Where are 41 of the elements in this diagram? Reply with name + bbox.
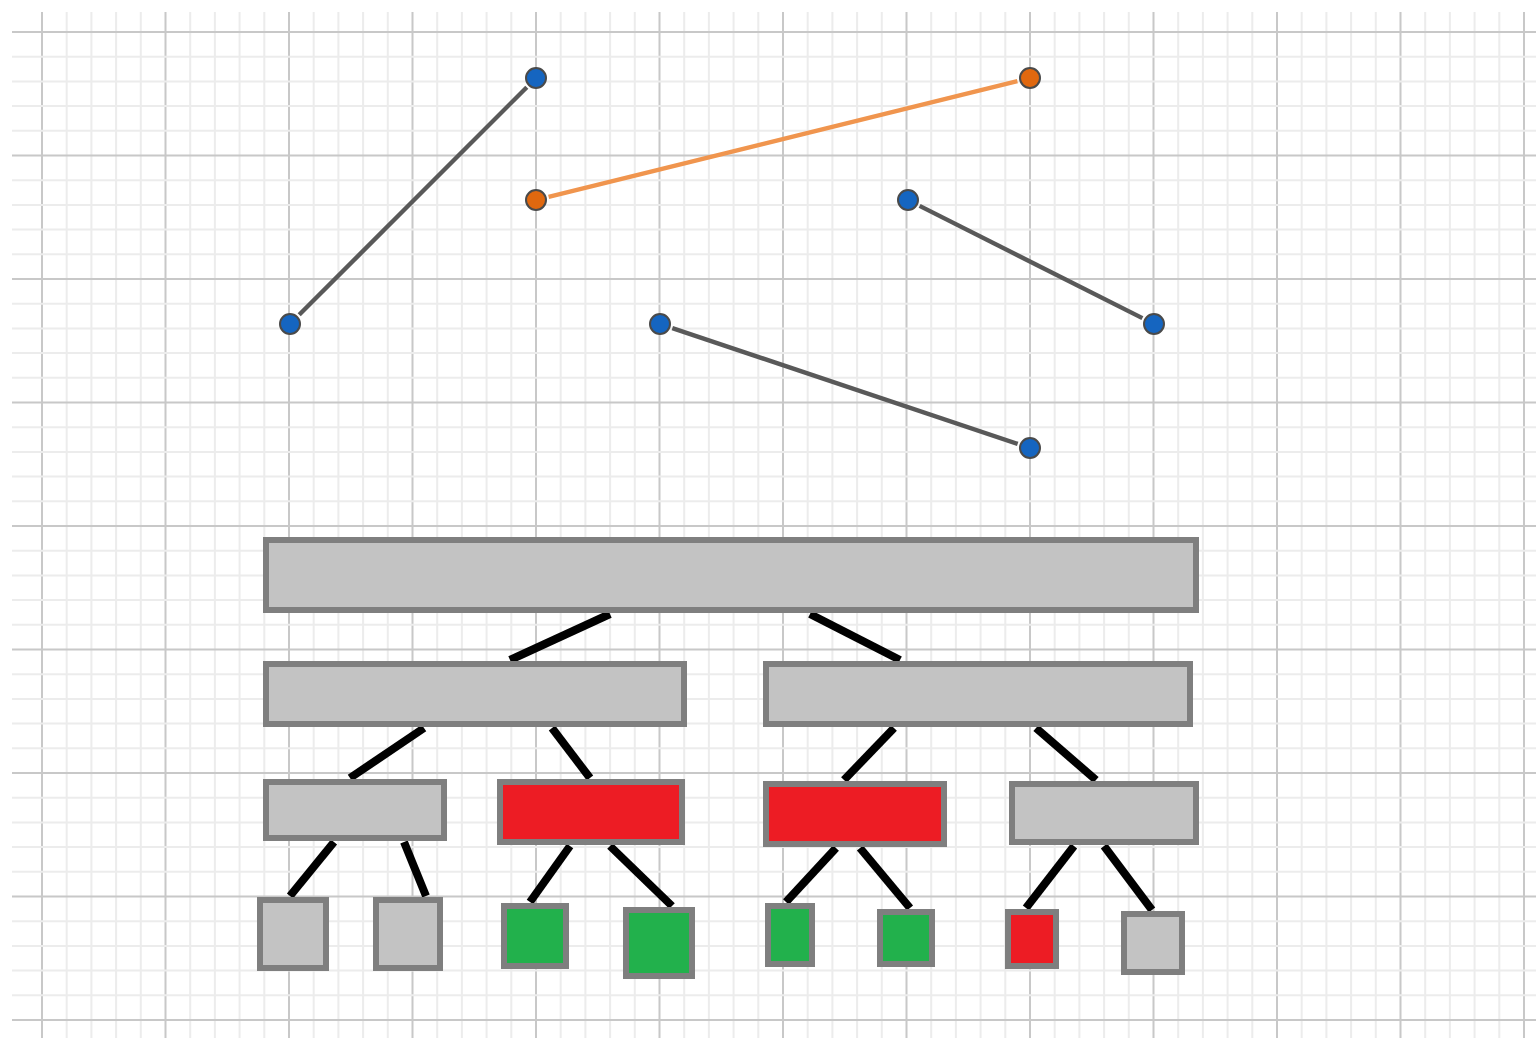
point-dot bbox=[525, 189, 547, 211]
point-dot bbox=[649, 313, 671, 335]
connector-line bbox=[347, 724, 427, 782]
connector-line bbox=[526, 843, 574, 905]
point-dot bbox=[1143, 313, 1165, 335]
tree-box bbox=[373, 897, 443, 971]
point-dot bbox=[525, 67, 547, 89]
connector-line bbox=[400, 840, 430, 898]
point-dot bbox=[1019, 437, 1041, 459]
connector-line bbox=[1100, 843, 1156, 913]
connector-line bbox=[548, 725, 594, 781]
tree-box bbox=[877, 909, 935, 967]
connector-line bbox=[1022, 843, 1078, 911]
connector-line bbox=[1033, 725, 1099, 783]
tree-box bbox=[1121, 911, 1185, 975]
tree-box bbox=[263, 661, 687, 727]
line-segment bbox=[918, 203, 1144, 321]
tree-box bbox=[765, 903, 815, 967]
tree-box bbox=[1005, 909, 1059, 969]
point-dot bbox=[279, 313, 301, 335]
tree-box bbox=[263, 537, 1199, 613]
tree-box bbox=[501, 903, 569, 969]
line-segment bbox=[548, 79, 1018, 199]
tree-box bbox=[263, 779, 447, 841]
point-dot bbox=[1019, 67, 1041, 89]
tree-box bbox=[1009, 781, 1199, 845]
tree-box bbox=[497, 779, 685, 845]
tree-box bbox=[623, 907, 695, 979]
connector-line bbox=[856, 845, 914, 911]
connector-line bbox=[286, 839, 338, 899]
tree-box bbox=[763, 661, 1193, 727]
connector-line bbox=[808, 610, 902, 664]
connector-line bbox=[783, 845, 839, 905]
tree-box bbox=[763, 781, 947, 847]
connector-line bbox=[508, 610, 612, 664]
point-dot bbox=[897, 189, 919, 211]
connector-line bbox=[841, 725, 897, 783]
connector-line bbox=[607, 843, 675, 909]
line-segment bbox=[671, 326, 1019, 446]
tree-box bbox=[257, 897, 329, 971]
line-segment bbox=[297, 85, 529, 317]
